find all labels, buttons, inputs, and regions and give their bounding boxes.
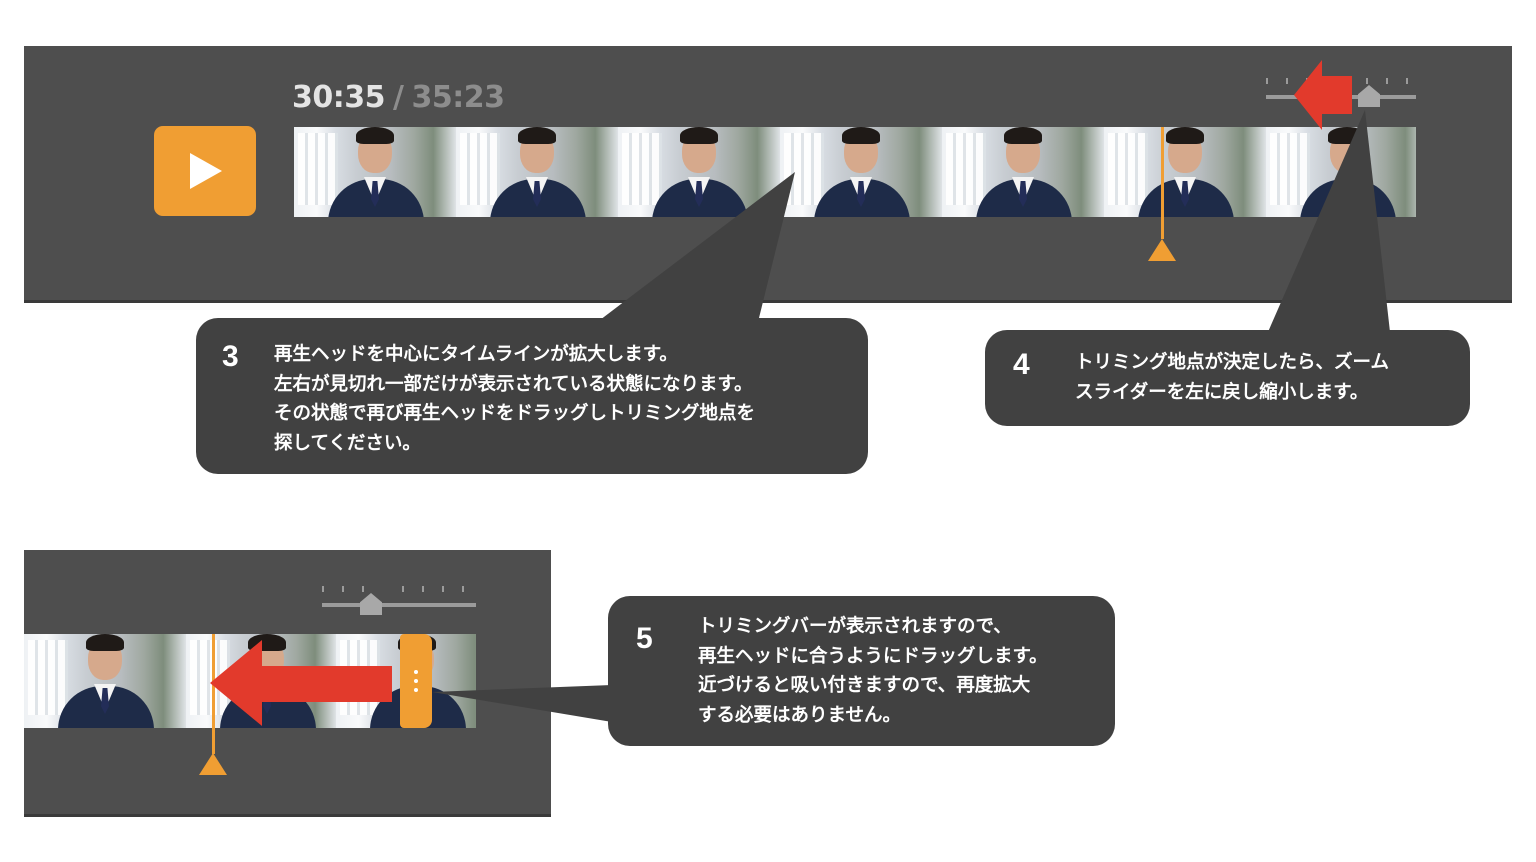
play-icon — [190, 153, 222, 189]
video-frame-thumbnail — [456, 127, 618, 217]
current-time: 30:35 — [292, 80, 386, 115]
slider-thumb-icon[interactable] — [1358, 85, 1380, 107]
callout-text-line: スライダーを左に戻し縮小します。 — [1075, 381, 1369, 403]
callout-text-line: 近づけると吸い付きますので、再度拡大 — [698, 675, 1031, 696]
red-arrow-icon — [1294, 60, 1352, 130]
step-number: 4 — [1013, 348, 1030, 381]
play-button[interactable] — [154, 126, 256, 216]
time-separator: / — [393, 80, 404, 115]
video-frame-thumbnail — [24, 634, 186, 728]
callout-text-line: その状態で再び再生ヘッドをドラッグしトリミング地点を — [274, 403, 756, 424]
red-arrow-icon — [210, 640, 392, 726]
callout-text-line: する必要はありません。 — [698, 704, 901, 726]
callout-text-line: 探してください。 — [274, 432, 421, 454]
callout-text-line: トリミングバーが表示されますので、 — [698, 616, 1012, 637]
callout-text-line: トリミング地点が決定したら、ズーム — [1075, 352, 1389, 373]
callout-tail — [600, 172, 795, 322]
video-frame-thumbnail — [1104, 127, 1266, 217]
callout-text-line: 再生ヘッドを中心にタイムラインが拡大します。 — [274, 344, 678, 365]
video-frame-thumbnail — [942, 127, 1104, 217]
callout-tail — [432, 685, 612, 722]
callout-text-line: 左右が見切れ一部だけが表示されている状態になります。 — [274, 373, 753, 395]
playhead-line[interactable] — [1161, 127, 1164, 239]
total-time: 35:23 — [411, 80, 505, 115]
callout-step-5: 5 トリミングバーが表示されますので、 再生ヘッドに合うようにドラッグします。 … — [608, 596, 1115, 746]
callout-step-3: 3 再生ヘッドを中心にタイムラインが拡大します。 左右が見切れ一部だけが表示され… — [196, 318, 868, 474]
zoom-slider[interactable] — [322, 582, 478, 622]
trim-bar-handle[interactable] — [400, 634, 432, 728]
video-frame-thumbnail — [780, 127, 942, 217]
callout-tail — [1268, 110, 1390, 332]
step-number: 5 — [636, 622, 653, 655]
playhead-handle[interactable] — [1148, 239, 1176, 261]
step-number: 3 — [222, 340, 239, 373]
video-frame-thumbnail — [618, 127, 780, 217]
time-display: 30:35/35:23 — [292, 80, 505, 116]
video-frame-thumbnail — [294, 127, 456, 217]
callout-text-line: 再生ヘッドに合うようにドラッグします。 — [698, 645, 1048, 667]
playhead-handle[interactable] — [199, 753, 227, 775]
callout-step-4: 4 トリミング地点が決定したら、ズーム スライダーを左に戻し縮小します。 — [985, 330, 1470, 426]
slider-thumb-icon[interactable] — [360, 593, 382, 615]
playhead-line[interactable] — [212, 634, 215, 754]
